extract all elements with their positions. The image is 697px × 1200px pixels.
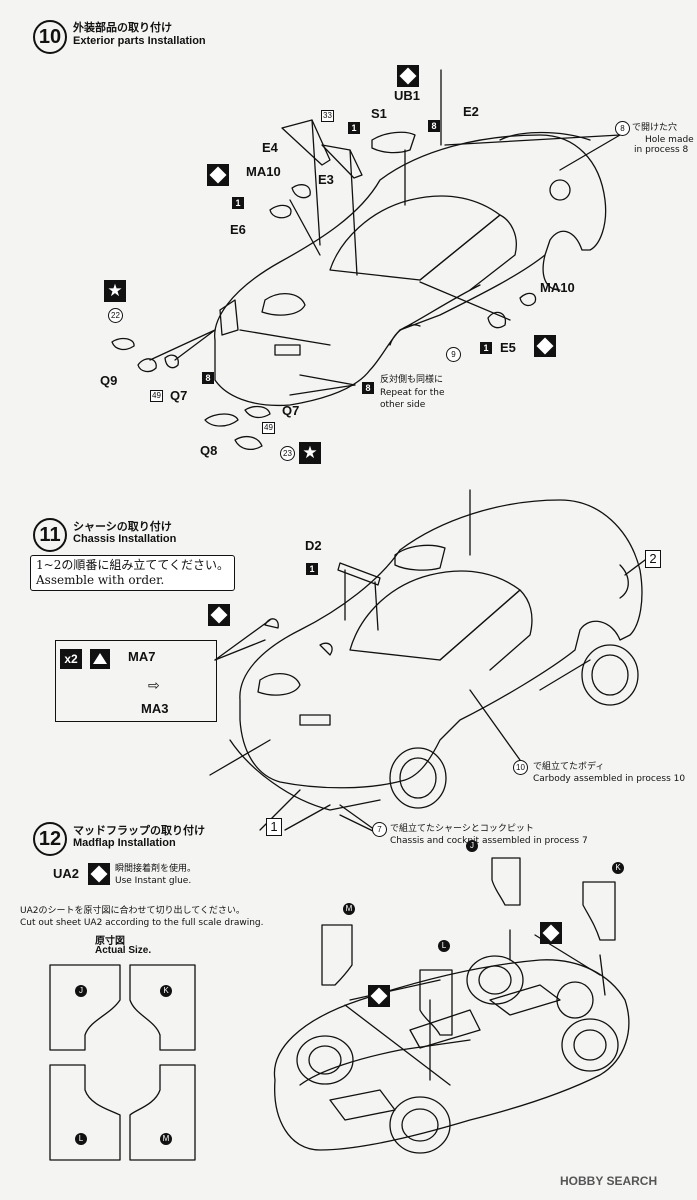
step10-title-en: Exterior parts Installation: [73, 35, 206, 47]
flap-j-marker: J: [75, 985, 87, 997]
diamond-icon: [368, 985, 390, 1007]
step-ref-circle: 7: [372, 822, 387, 837]
step-ref-circle: 8: [615, 121, 630, 136]
cut-note-jp: UA2のシートを原寸図に合わせて切り出してください。: [20, 906, 245, 916]
part-number-circle: 22: [108, 308, 123, 323]
part-number-box: 49: [150, 390, 163, 402]
part-number-badge: 1: [232, 197, 244, 209]
diamond-icon: [88, 863, 110, 885]
order-note-jp: 1~2の順番に組み立ててください。: [36, 558, 229, 572]
part-number-circle: 9: [446, 347, 461, 362]
step12-title-jp: マッドフラップの取り付け: [73, 824, 205, 837]
flap-m-marker: M: [160, 1133, 172, 1145]
flap-m-marker: M: [343, 903, 355, 915]
label-ma7: MA7: [128, 649, 156, 664]
part-number-badge: 8: [362, 382, 374, 394]
label-q7-right: Q7: [282, 403, 300, 418]
ma7-ma3-subassembly-box: x2 MA7 ⇨ MA3: [55, 640, 217, 722]
label-q8: Q8: [200, 443, 218, 458]
part-number-badge: 1: [480, 342, 492, 354]
diamond-icon: [534, 335, 556, 357]
x2-badge: x2: [60, 649, 82, 669]
glue-note-en: Use Instant glue.: [115, 876, 192, 886]
diamond-icon: [207, 164, 229, 186]
label-e2: E2: [463, 104, 479, 119]
diamond-icon: [208, 604, 230, 626]
note-hole-en1: Hole made: [645, 135, 694, 145]
flap-k-marker: K: [160, 985, 172, 997]
step11-title-en: Chassis Installation: [73, 533, 177, 545]
carbody-note-en: Carbody assembled in process 10: [533, 774, 686, 784]
step-number-12: 12: [33, 822, 67, 856]
step-number-10: 10: [33, 20, 67, 54]
flap-template-m: [129, 1064, 196, 1161]
label-e6: E6: [230, 222, 246, 237]
label-e3: E3: [318, 172, 334, 187]
label-e5: E5: [500, 340, 516, 355]
part-number-badge: 8: [428, 120, 440, 132]
label-ua2: UA2: [53, 866, 80, 881]
order-note-en: Assemble with order.: [36, 573, 165, 587]
flap-template-l: [49, 1064, 121, 1161]
actual-size-jp: 原寸図: [95, 936, 125, 947]
flap-k-marker: K: [612, 862, 624, 874]
label-ma3: MA3: [141, 701, 169, 716]
order-marker-2: 2: [645, 550, 661, 568]
part-number-badge: 1: [348, 122, 360, 134]
watermark-logo: HOBBY SEARCH: [560, 1174, 658, 1188]
star-icon: ★: [299, 442, 321, 464]
diamond-icon: [397, 65, 419, 87]
part-number-box: 49: [262, 422, 275, 434]
flap-l-marker: L: [75, 1133, 87, 1145]
step11-car-outline: [239, 499, 643, 789]
step-number-11: 11: [33, 518, 67, 552]
note-repeat-en1: Repeat for the: [380, 388, 445, 398]
flap-template-j: [49, 964, 121, 1051]
carbody-note-jp: で組立てたボディ: [533, 762, 605, 772]
glue-note-jp: 瞬間接着剤を使用。: [115, 864, 197, 874]
flap-template-k: [129, 964, 196, 1051]
step-ref-circle: 10: [513, 760, 528, 775]
part-number-box: 33: [321, 110, 334, 122]
triangle-icon: [90, 649, 110, 669]
part-number-circle: 23: [280, 446, 295, 461]
label-q7-left: Q7: [170, 388, 188, 403]
step11-title-jp: シャーシの取り付け: [73, 520, 172, 533]
label-q9: Q9: [100, 373, 118, 388]
step10-title-jp: 外装部品の取り付け: [73, 21, 172, 34]
part-number-badge: 1: [306, 563, 318, 575]
chassis-note-jp: で組立てたシャーシとコックピット: [390, 824, 534, 834]
flap-l-marker: L: [438, 940, 450, 952]
note-repeat-jp: 反対側も同様に: [380, 375, 444, 385]
label-ma10-right: MA10: [540, 280, 575, 295]
label-d2: D2: [305, 538, 322, 553]
note-hole-en2: in process 8: [634, 145, 689, 155]
actual-size-en: Actual Size.: [95, 945, 152, 956]
star-icon: ★: [104, 280, 126, 302]
step10-car-outline: [214, 134, 607, 407]
order-note: 1~2の順番に組み立ててください。 Assemble with order.: [30, 555, 235, 591]
diamond-icon: [540, 922, 562, 944]
part-number-badge: 8: [202, 372, 214, 384]
chassis-note-en: Chassis and cockpit assembled in process…: [390, 836, 588, 846]
label-ma10-left: MA10: [246, 164, 281, 179]
arrow-icon: ⇨: [148, 677, 160, 693]
label-e4: E4: [262, 140, 278, 155]
flap-j-marker: J: [466, 840, 478, 852]
label-ub1: UB1: [394, 88, 421, 103]
label-s1: S1: [371, 106, 387, 121]
note-repeat-en2: other side: [380, 400, 426, 410]
step12-title-en: Madflap Installation: [73, 837, 176, 849]
note-hole-jp: で開けた穴: [632, 123, 678, 133]
order-marker-1: 1: [266, 818, 282, 836]
cut-note-en: Cut out sheet UA2 according to the full …: [20, 918, 264, 928]
